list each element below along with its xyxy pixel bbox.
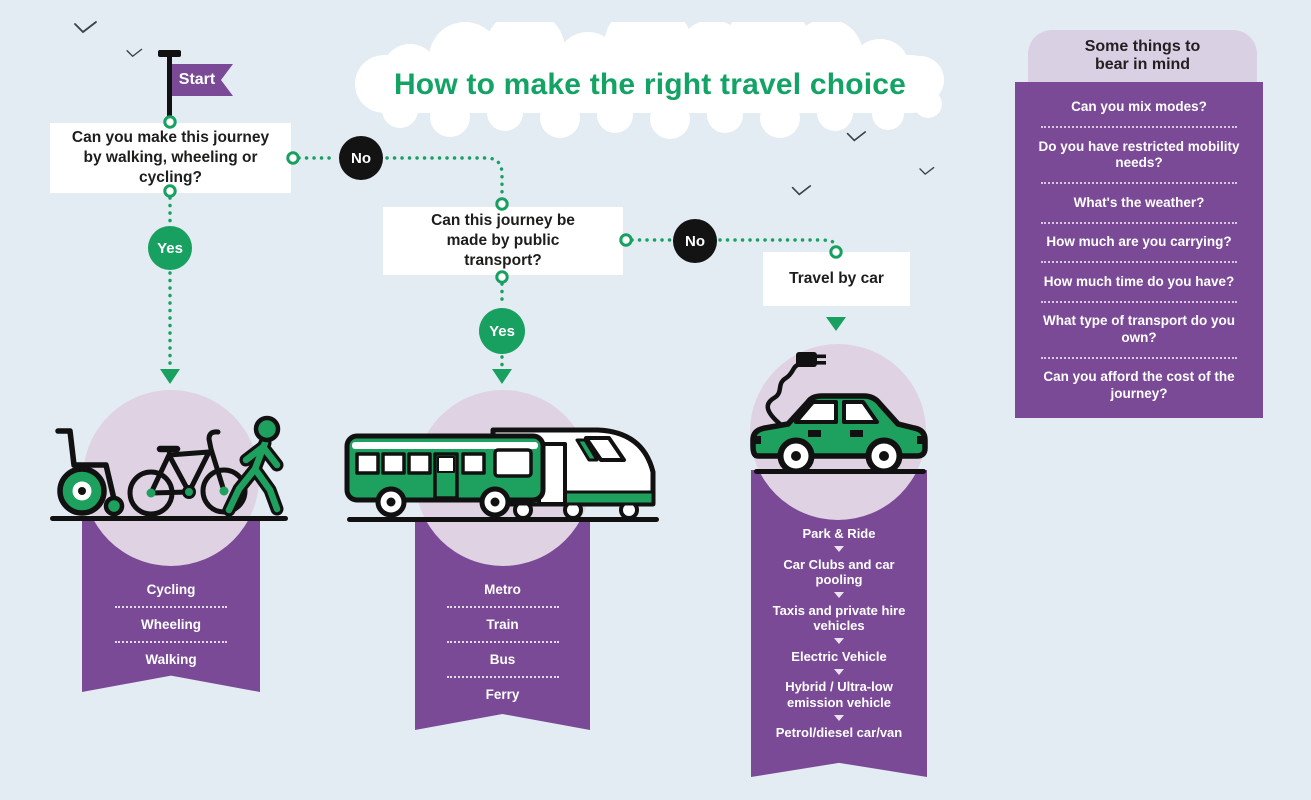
start-flag-label: Start xyxy=(178,71,216,88)
dotted-separator xyxy=(115,641,227,643)
bird-icon xyxy=(74,21,97,34)
bird-icon xyxy=(791,185,812,196)
yes-badge: Yes xyxy=(148,226,192,270)
walking-person-icon xyxy=(222,415,284,517)
list-item: Cycling xyxy=(146,582,196,597)
bus-icon xyxy=(344,433,546,518)
panel-title: Some things to bear in mind xyxy=(1084,37,1201,73)
question-text: Can you make this journey by walking, wh… xyxy=(71,129,270,186)
down-arrow-separator xyxy=(834,638,844,644)
bird-icon xyxy=(919,166,935,175)
question-text: Can this journey be made by public trans… xyxy=(431,212,575,269)
panel-item: How much are you carrying? xyxy=(1046,234,1232,249)
panel-item: Can you mix modes? xyxy=(1071,99,1207,114)
list-item: Hybrid / Ultra-low emission vehicle xyxy=(785,679,893,710)
dotted-separator xyxy=(115,606,227,608)
panel-header: Some things to bear in mind xyxy=(1028,30,1257,82)
list-item: Wheeling xyxy=(141,617,201,632)
ground-line xyxy=(347,517,659,522)
list-item: Metro xyxy=(484,582,521,597)
down-arrow-separator xyxy=(834,592,844,598)
list-item: Train xyxy=(486,617,519,632)
down-arrow-separator xyxy=(834,668,844,675)
bird-icon xyxy=(126,48,143,58)
yes-badge: Yes xyxy=(479,308,525,354)
ground-line xyxy=(754,469,926,474)
dotted-separator xyxy=(1041,221,1237,224)
list-item: Petrol/diesel car/van xyxy=(775,725,903,740)
panel-item: Do you have restricted mobility needs? xyxy=(1038,138,1240,171)
travel-by-car-label: Travel by car xyxy=(789,270,884,288)
panel-item: How much time do you have? xyxy=(1043,273,1235,289)
ground-line xyxy=(50,516,288,521)
list-item: Taxis and private hire vehicles xyxy=(772,602,906,634)
bird-icon xyxy=(846,131,867,142)
public-transport-icons xyxy=(344,427,656,520)
list-item: Ferry xyxy=(485,687,520,702)
flag-pole-cap xyxy=(158,50,181,57)
dotted-separator xyxy=(446,641,559,643)
plug-icon xyxy=(796,352,826,367)
down-arrow-separator xyxy=(834,714,844,721)
list-item: Park & Ride xyxy=(802,526,876,541)
dotted-separator xyxy=(446,606,559,608)
dotted-separator xyxy=(1041,182,1237,184)
dotted-separator xyxy=(446,676,559,678)
charging-cable xyxy=(765,361,803,427)
panel-item: What type of transport do you own? xyxy=(1043,313,1235,345)
question-box-public-transport: Can this journey be made by public trans… xyxy=(383,207,623,275)
car-options-ribbon: Park & Ride Car Clubs and car pooling Ta… xyxy=(751,470,927,777)
list-item: Car Clubs and car pooling xyxy=(783,556,895,588)
electric-car-icon xyxy=(750,352,928,474)
list-item: Electric Vehicle xyxy=(791,648,887,664)
wheelchair-icon xyxy=(55,428,125,517)
list-item: Bus xyxy=(489,652,516,667)
dotted-separator xyxy=(1041,356,1237,359)
dotted-separator xyxy=(1041,126,1237,128)
panel-item: Can you afford the cost of the journey? xyxy=(1043,369,1235,401)
active-travel-circle xyxy=(83,390,259,566)
travel-by-car-box: Travel by car xyxy=(763,252,910,306)
dotted-separator xyxy=(1041,261,1237,263)
panel-item: What's the weather? xyxy=(1073,194,1205,210)
list-item: Walking xyxy=(145,652,197,667)
no-badge: No xyxy=(673,219,717,263)
no-badge: No xyxy=(339,136,383,180)
active-travel-icons xyxy=(55,415,284,517)
dotted-separator xyxy=(1041,300,1237,303)
cloud-shape xyxy=(355,22,944,139)
question-box-active-travel: Can you make this journey by walking, wh… xyxy=(50,123,291,193)
things-to-bear-in-mind-panel: Can you mix modes? Do you have restricte… xyxy=(1015,82,1263,418)
page-title: How to make the right travel choice xyxy=(393,68,907,101)
down-arrow-separator xyxy=(834,546,844,552)
